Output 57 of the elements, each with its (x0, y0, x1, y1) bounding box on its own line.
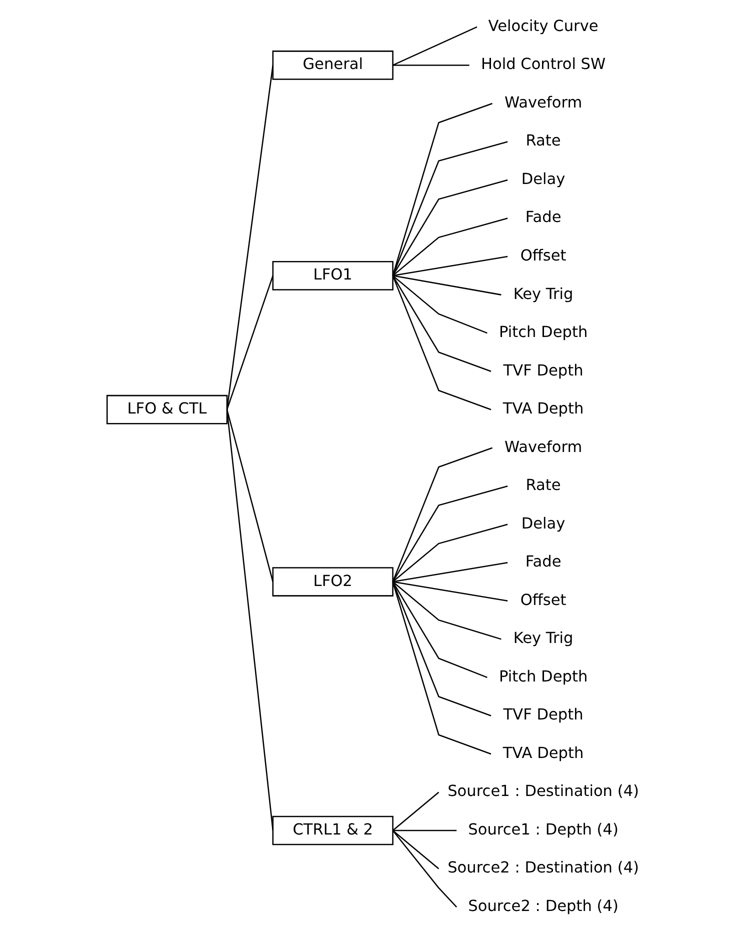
connector (392, 581, 502, 640)
node-text: Delay (521, 170, 566, 188)
connector (392, 179, 508, 276)
connector (392, 792, 440, 831)
connector (226, 275, 274, 410)
connector (392, 830, 458, 908)
connector (392, 102, 492, 276)
connector (392, 562, 508, 582)
node-text: Source1 : Destination (4) (448, 782, 640, 800)
node-text: Rate (526, 476, 561, 494)
connector (392, 830, 440, 870)
connector (392, 581, 488, 678)
connector (392, 275, 488, 334)
connector (392, 524, 508, 582)
node-text: Key Trig (513, 629, 574, 648)
node-text: Pitch Depth (498, 667, 588, 686)
connector (392, 141, 508, 276)
node-text: Velocity Curve (488, 16, 598, 35)
node-text: Source2 : Depth (4) (468, 896, 618, 915)
node-text: Hold Control SW (480, 55, 606, 74)
node-text: Pitch Depth (498, 323, 588, 342)
connector (392, 582, 492, 716)
node-box: General (272, 50, 394, 80)
connector (392, 581, 508, 602)
node-text: TVF Depth (503, 706, 584, 724)
node-text: Key Trig (513, 284, 574, 303)
node-text: Source1 : Depth (4) (468, 820, 618, 838)
node-text: TVA Depth (502, 744, 584, 762)
node-text: TVA Depth (502, 400, 584, 418)
node-text: Fade (525, 208, 562, 226)
node-box: CTRL1 & 2 (272, 816, 394, 846)
connector (392, 447, 492, 582)
node-text: Offset (520, 590, 566, 609)
connector (392, 26, 478, 66)
connector (392, 275, 502, 296)
connector (226, 410, 274, 831)
node-text: Delay (521, 514, 566, 532)
connector (226, 65, 274, 410)
connector (392, 275, 492, 372)
connector (226, 409, 274, 582)
connector (392, 218, 508, 276)
node-text: Waveform (504, 438, 582, 456)
node-text: Waveform (504, 93, 582, 112)
node-text: Fade (525, 552, 562, 571)
connector (392, 582, 492, 755)
connector (392, 830, 457, 832)
node-text: TVF Depth (503, 361, 584, 380)
connector (392, 486, 508, 582)
node-text: Offset (520, 246, 566, 265)
node-box: LFO2 (272, 567, 394, 596)
connector (392, 64, 470, 66)
connector (392, 275, 492, 410)
connector (392, 256, 508, 276)
node-box: LFO & CTL (106, 394, 228, 424)
node-text: Rate (526, 132, 561, 150)
node-text: Source2 : Destination (4) (448, 858, 640, 877)
node-box: LFO1 (272, 261, 394, 290)
